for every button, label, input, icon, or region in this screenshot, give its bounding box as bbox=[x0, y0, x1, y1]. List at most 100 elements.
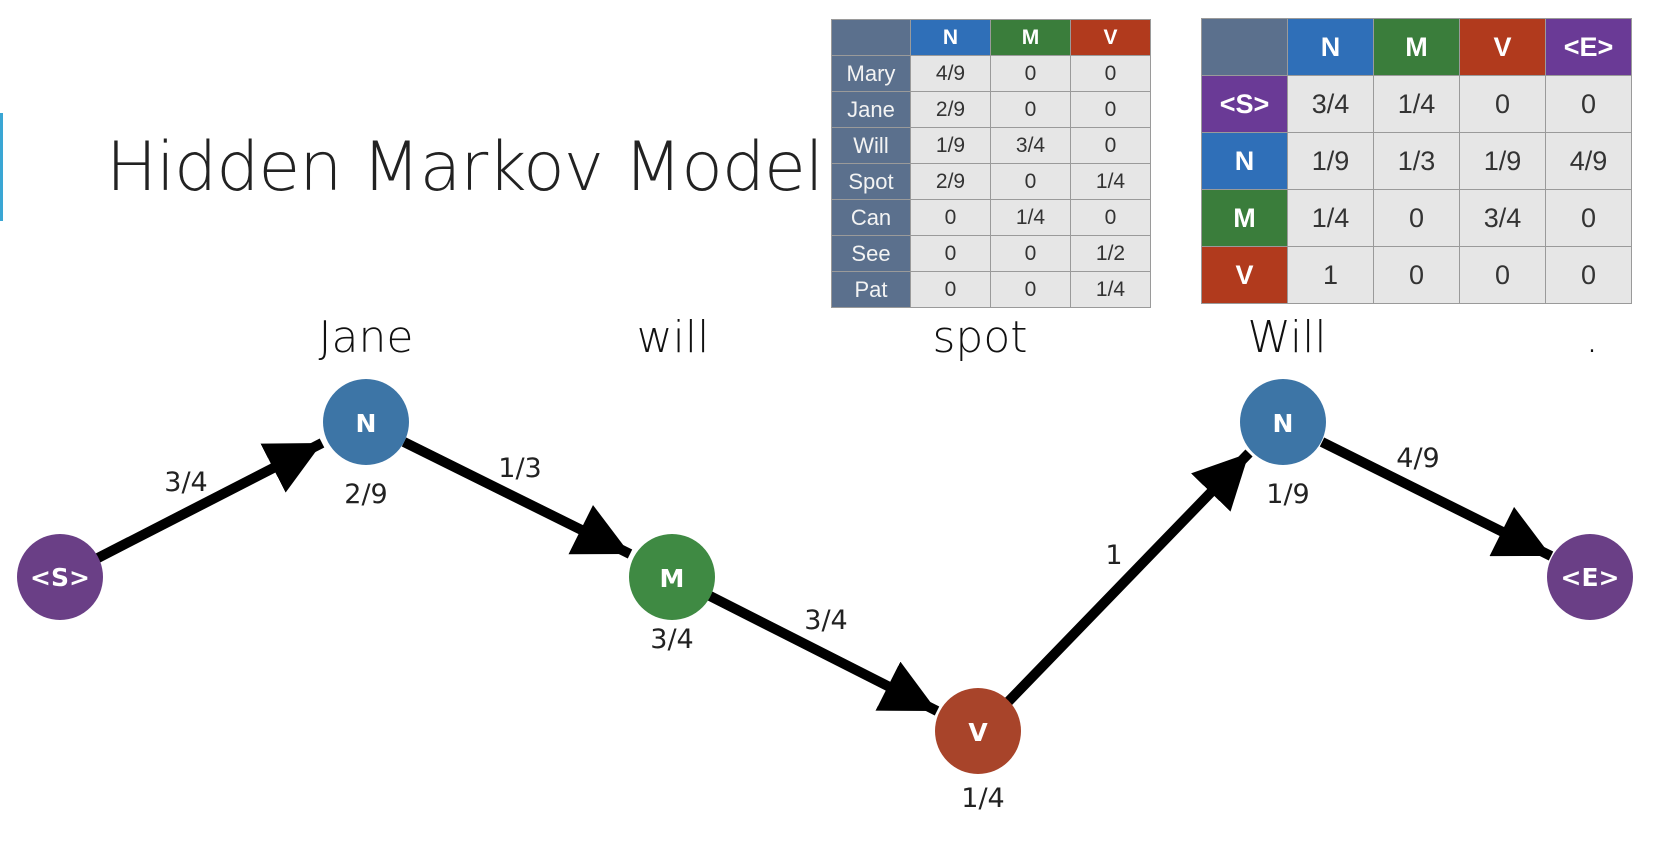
transition-cell: 1/9 bbox=[1459, 132, 1546, 190]
transition-cell: 1/4 bbox=[1287, 189, 1374, 247]
transition-cell: 0 bbox=[1373, 189, 1460, 247]
emission-col-v: V bbox=[1070, 19, 1151, 56]
transition-col-m: M bbox=[1373, 18, 1460, 76]
emission-header-row: N M V bbox=[831, 19, 1151, 56]
emission-row: See 0 0 1/2 bbox=[831, 235, 1151, 272]
emission-word: Mary bbox=[831, 55, 911, 92]
emission-cell: 0 bbox=[910, 235, 991, 272]
transition-cell: 0 bbox=[1459, 75, 1546, 133]
state-nodes: <S> N M V N <E> bbox=[17, 379, 1633, 774]
emission-table: N M V Mary 4/9 0 0 Jane 2/9 0 0 Will 1/9… bbox=[831, 19, 1151, 308]
transition-row: M 1/4 0 3/4 0 bbox=[1201, 189, 1632, 247]
emission-label: 3/4 bbox=[650, 624, 693, 655]
emission-cell: 3/4 bbox=[990, 127, 1071, 164]
word-spot: spot bbox=[932, 312, 1027, 363]
transition-col-end: <E> bbox=[1545, 18, 1632, 76]
transition-header-row: N M V <E> bbox=[1201, 18, 1632, 76]
emission-word: Jane bbox=[831, 91, 911, 128]
node-start: <S> bbox=[17, 534, 103, 620]
transition-cell: 1 bbox=[1287, 246, 1374, 304]
word-period: . bbox=[1585, 312, 1599, 363]
emission-label: 1/9 bbox=[1266, 479, 1309, 510]
emission-cell: 1/4 bbox=[1070, 163, 1151, 200]
node-start-label: <S> bbox=[30, 563, 90, 592]
transition-cell: 1/3 bbox=[1373, 132, 1460, 190]
emission-cell: 0 bbox=[990, 91, 1071, 128]
node-m-label: M bbox=[660, 564, 685, 593]
edge-label: 1 bbox=[1105, 540, 1122, 571]
transition-table: N M V <E> <S> 3/4 1/4 0 0 N 1/9 1/3 1/9 … bbox=[1201, 18, 1632, 304]
edge-n-to-m bbox=[401, 437, 633, 559]
word-will: will bbox=[637, 312, 710, 363]
transition-row-v: V bbox=[1201, 246, 1288, 304]
slide-title: Hidden Markov Model bbox=[106, 128, 824, 207]
emission-labels: 2/9 3/4 1/4 1/9 bbox=[344, 479, 1309, 814]
transition-cell: 1/9 bbox=[1287, 132, 1374, 190]
node-end-label: <E> bbox=[1561, 563, 1620, 592]
transition-col-n: N bbox=[1287, 18, 1374, 76]
emission-word: Will bbox=[831, 127, 911, 164]
node-n-label: N bbox=[356, 409, 377, 438]
word-will-capital: Will bbox=[1247, 312, 1326, 363]
transition-cell: 0 bbox=[1545, 75, 1632, 133]
emission-cell: 1/9 bbox=[910, 127, 991, 164]
node-n-circle bbox=[1240, 379, 1326, 465]
transition-cell: 1/4 bbox=[1373, 75, 1460, 133]
transition-cell: 4/9 bbox=[1545, 132, 1632, 190]
emission-corner bbox=[831, 19, 911, 56]
emission-row: Mary 4/9 0 0 bbox=[831, 55, 1151, 92]
node-v-circle bbox=[935, 688, 1021, 774]
emission-word: Can bbox=[831, 199, 911, 236]
node-v-label: V bbox=[968, 718, 988, 747]
transition-cell: 3/4 bbox=[1459, 189, 1546, 247]
emission-word: Spot bbox=[831, 163, 911, 200]
emission-cell: 0 bbox=[910, 271, 991, 308]
edge-label: 4/9 bbox=[1396, 443, 1439, 474]
transition-cell: 0 bbox=[1545, 189, 1632, 247]
edge-label: 3/4 bbox=[804, 605, 847, 636]
emission-cell: 1/4 bbox=[1070, 271, 1151, 308]
node-v-spot: V bbox=[935, 688, 1021, 774]
edge-label: 3/4 bbox=[164, 467, 207, 498]
transition-cell: 0 bbox=[1459, 246, 1546, 304]
transition-cell: 0 bbox=[1373, 246, 1460, 304]
emission-label: 2/9 bbox=[344, 479, 387, 510]
sentence-words: Jane will spot Will . bbox=[319, 312, 1599, 363]
transition-row: N 1/9 1/3 1/9 4/9 bbox=[1201, 132, 1632, 190]
transition-edges bbox=[91, 437, 1554, 716]
emission-word: See bbox=[831, 235, 911, 272]
emission-cell: 4/9 bbox=[910, 55, 991, 92]
node-m-will: M bbox=[629, 534, 715, 620]
node-end-circle bbox=[1547, 534, 1633, 620]
edge-start-to-n bbox=[91, 438, 325, 565]
emission-cell: 0 bbox=[990, 235, 1071, 272]
emission-cell: 0 bbox=[1070, 55, 1151, 92]
emission-cell: 1/4 bbox=[990, 199, 1071, 236]
node-n-will: N bbox=[1240, 379, 1326, 465]
word-jane: Jane bbox=[319, 312, 414, 363]
node-end: <E> bbox=[1547, 534, 1633, 620]
edge-v-to-n bbox=[1002, 449, 1253, 708]
edge-n-to-end bbox=[1319, 437, 1554, 561]
transition-cell: 3/4 bbox=[1287, 75, 1374, 133]
transition-corner bbox=[1201, 18, 1288, 76]
emission-row: Spot 2/9 0 1/4 bbox=[831, 163, 1151, 200]
emission-cell: 0 bbox=[990, 55, 1071, 92]
emission-cell: 0 bbox=[990, 163, 1071, 200]
node-n-label: N bbox=[1273, 409, 1294, 438]
node-start-circle bbox=[17, 534, 103, 620]
emission-cell: 0 bbox=[1070, 127, 1151, 164]
emission-cell: 0 bbox=[1070, 199, 1151, 236]
emission-cell: 0 bbox=[910, 199, 991, 236]
emission-row: Pat 0 0 1/4 bbox=[831, 271, 1151, 308]
emission-row: Will 1/9 3/4 0 bbox=[831, 127, 1151, 164]
transition-cell: 0 bbox=[1545, 246, 1632, 304]
node-m-circle bbox=[629, 534, 715, 620]
emission-cell: 0 bbox=[990, 271, 1071, 308]
transition-row: V 1 0 0 0 bbox=[1201, 246, 1632, 304]
emission-cell: 1/2 bbox=[1070, 235, 1151, 272]
emission-label: 1/4 bbox=[961, 783, 1004, 814]
transition-row: <S> 3/4 1/4 0 0 bbox=[1201, 75, 1632, 133]
transition-row-start: <S> bbox=[1201, 75, 1288, 133]
